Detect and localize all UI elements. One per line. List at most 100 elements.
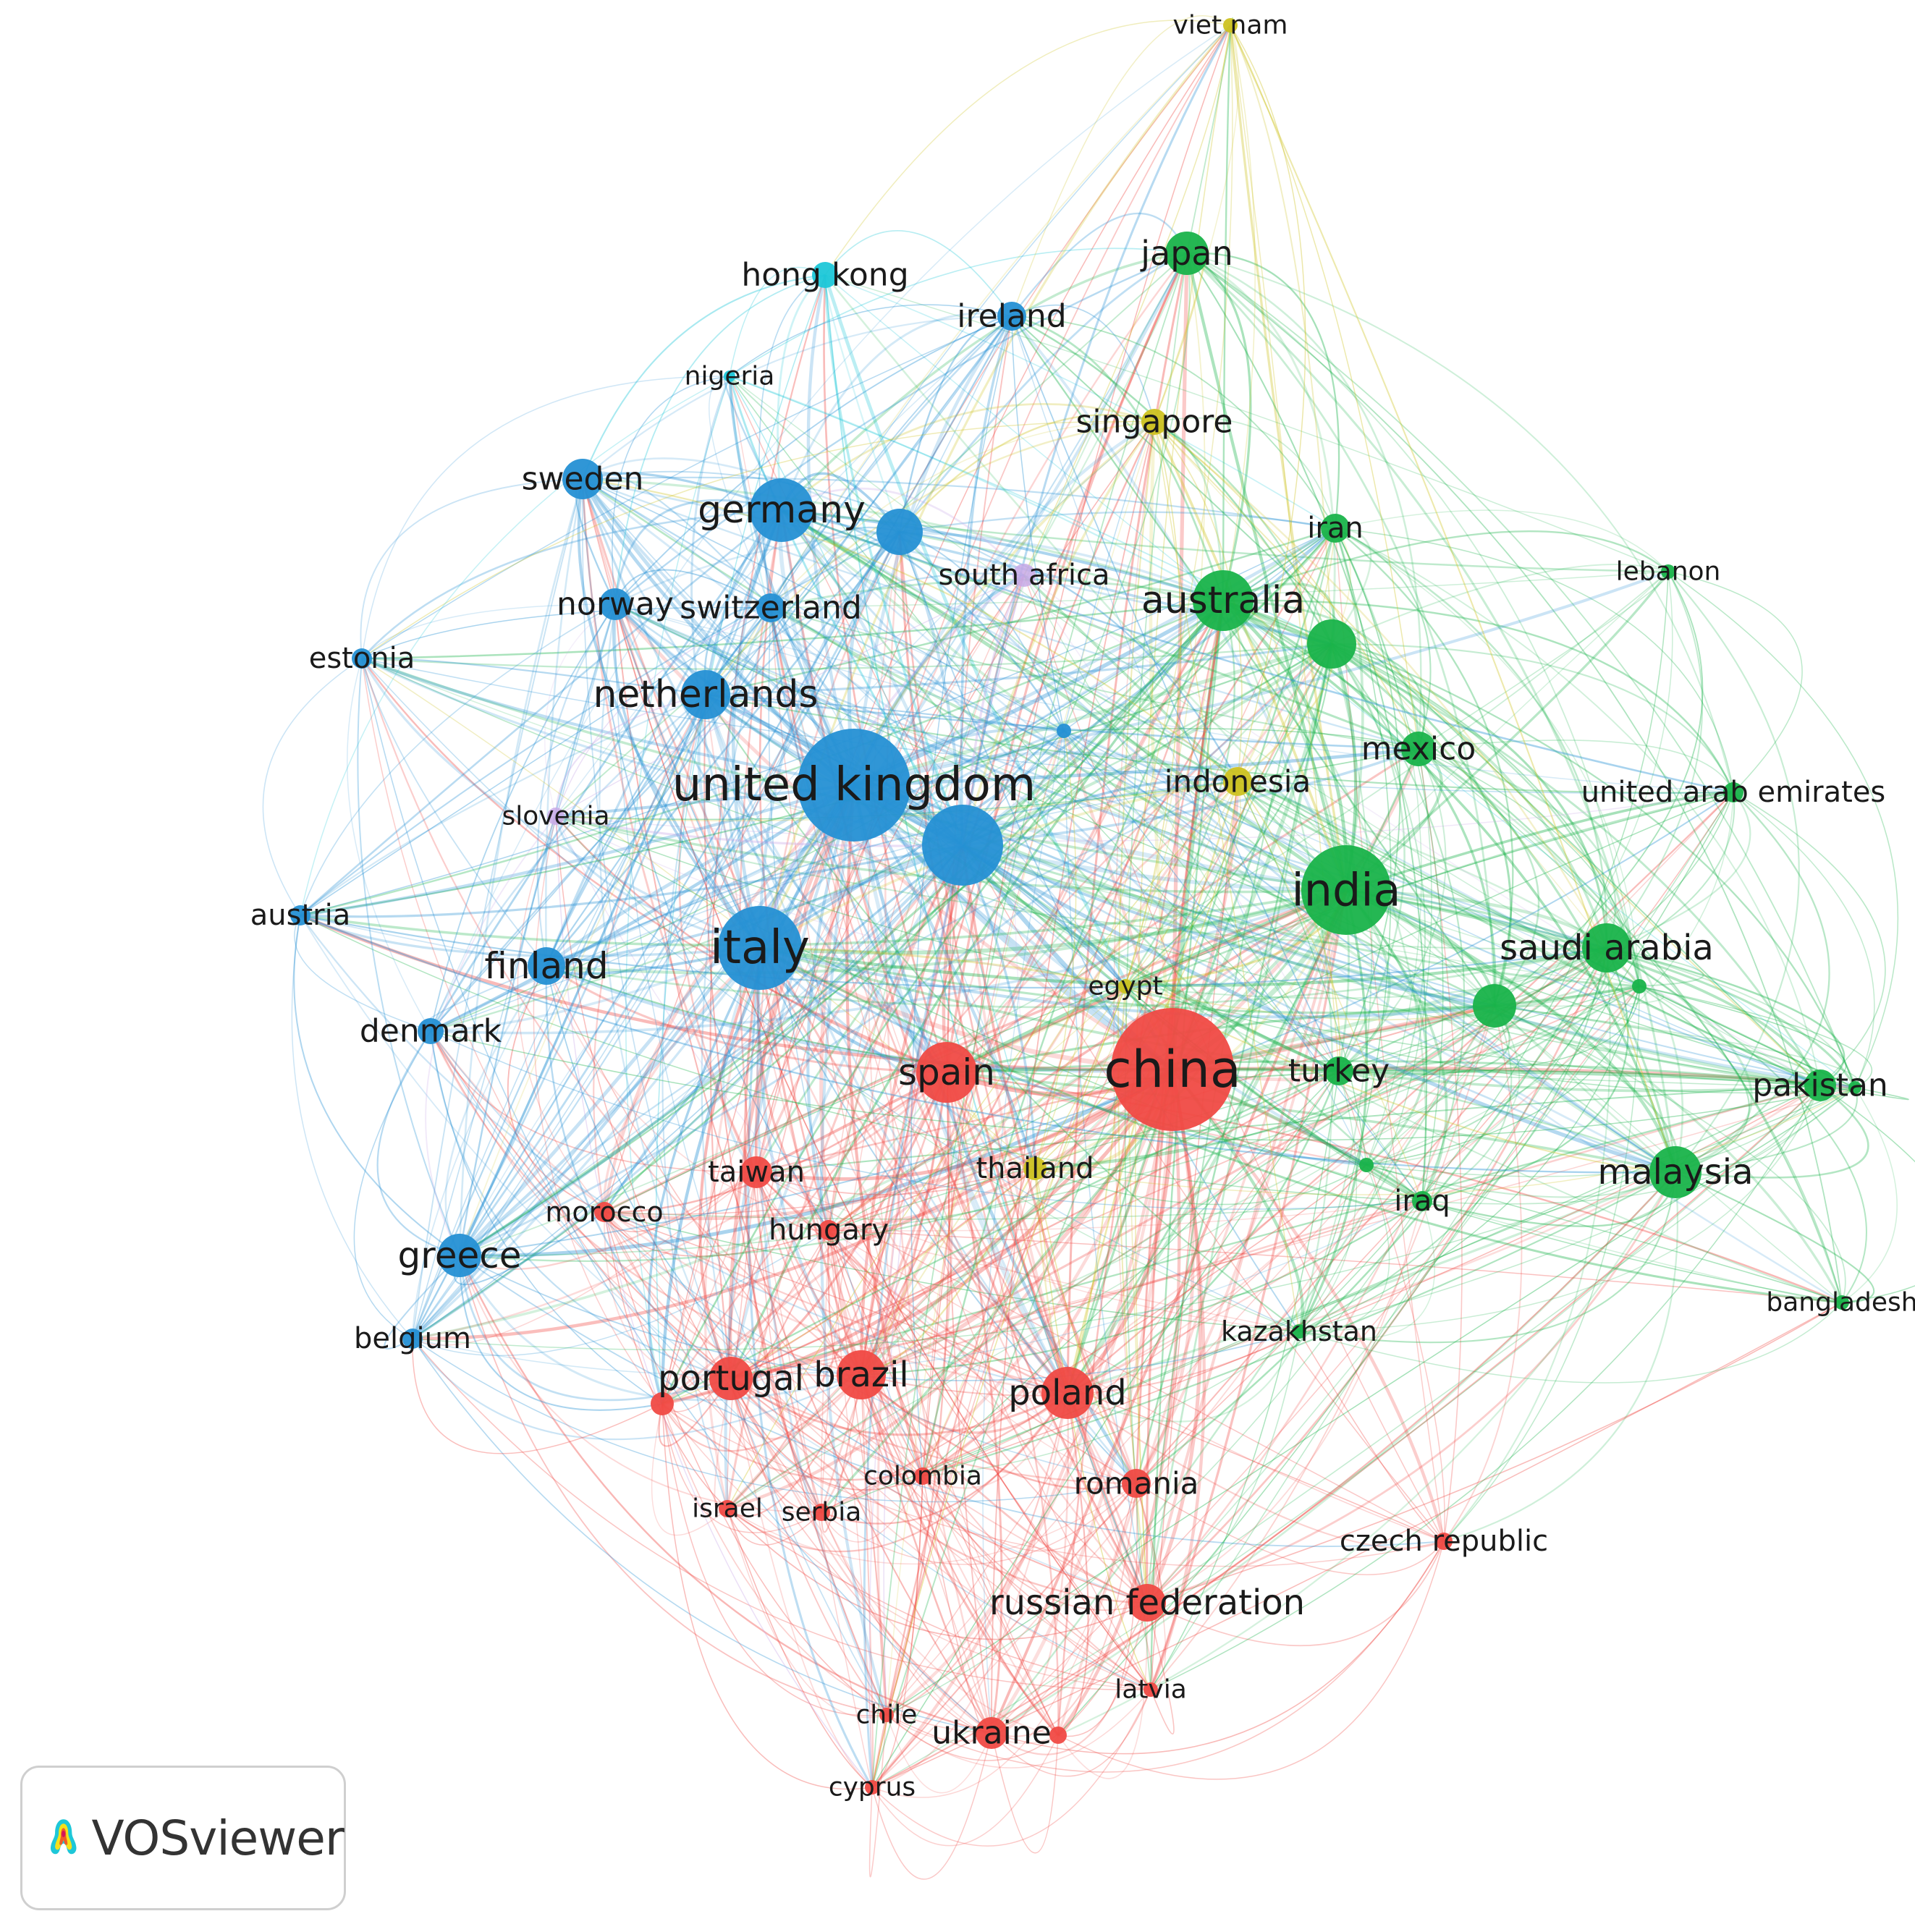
node-bangladesh[interactable]	[1835, 1295, 1849, 1310]
node-portugal[interactable]	[709, 1357, 753, 1400]
link-india-pakistan	[1345, 889, 1822, 1086]
link-poland-united-arab-emirates	[1067, 792, 1734, 1394]
node-green-node-b[interactable]	[1473, 984, 1516, 1028]
link-brazil-kazakhstan	[861, 1331, 1300, 1397]
node-poland[interactable]	[1041, 1367, 1094, 1419]
node-belgium[interactable]	[402, 1329, 423, 1349]
node-green-node-d[interactable]	[1359, 1158, 1374, 1172]
link-red-node-a-greece	[458, 1255, 663, 1411]
node-ireland[interactable]	[997, 302, 1026, 331]
node-lebanon[interactable]	[1661, 564, 1675, 579]
label-south-africa: south africa	[938, 559, 1109, 592]
node-nigeria[interactable]	[724, 370, 735, 382]
link-china-taiwan	[756, 1067, 1174, 1181]
link-portugal-blue-node-b	[730, 844, 964, 1379]
node-iran[interactable]	[1321, 514, 1350, 543]
node-south-africa[interactable]	[1013, 564, 1036, 587]
node-denmark[interactable]	[418, 1018, 444, 1044]
node-czech-republic[interactable]	[1435, 1533, 1453, 1550]
node-taiwan[interactable]	[740, 1156, 772, 1188]
link-united-arab-emirates-norway	[614, 603, 1734, 793]
node-green-node-e[interactable]	[1848, 1081, 1861, 1094]
node-blue-node-b[interactable]	[922, 805, 1003, 886]
node-united-kingdom[interactable]	[798, 729, 910, 842]
link-green-node-c-malaysia	[1639, 986, 1750, 1173]
link-chile-sweden	[581, 478, 887, 1716]
node-italy[interactable]	[718, 906, 802, 990]
node-blue-node-c[interactable]	[1057, 724, 1071, 738]
node-finland[interactable]	[528, 947, 565, 985]
link-australia-viet-nam	[1222, 25, 1232, 601]
link-greece-slovenia	[425, 815, 557, 1256]
node-cyprus[interactable]	[865, 1780, 879, 1795]
node-russian-federation[interactable]	[1128, 1584, 1166, 1622]
node-sweden[interactable]	[562, 459, 603, 499]
node-united-arab-emirates[interactable]	[1723, 782, 1743, 802]
node-viet-nam[interactable]	[1223, 18, 1238, 33]
link-spain-india	[945, 888, 1347, 1075]
link-turkey-blue-node-b	[961, 844, 1340, 1072]
node-australia[interactable]	[1193, 570, 1254, 631]
link-pakistan-sweden	[582, 478, 1821, 1087]
link-italy-denmark	[430, 946, 761, 1033]
label-slovenia: slovenia	[502, 802, 609, 831]
link-poland-chile	[886, 1392, 1069, 1716]
node-estonia[interactable]	[352, 648, 372, 669]
node-romania[interactable]	[1122, 1469, 1151, 1498]
node-chile[interactable]	[879, 1708, 894, 1722]
link-spain-israel	[727, 1072, 948, 1509]
node-green-node-c[interactable]	[1632, 979, 1646, 993]
link-sweden-greece	[458, 478, 584, 1256]
node-ukraine[interactable]	[976, 1717, 1007, 1749]
link-serbia-india	[820, 889, 1348, 1514]
node-netherlands[interactable]	[681, 670, 730, 719]
link-green-node-b-egypt	[1125, 986, 1495, 1021]
node-iraq[interactable]	[1412, 1191, 1432, 1211]
node-israel[interactable]	[719, 1500, 736, 1517]
node-singapore[interactable]	[1141, 409, 1167, 435]
link-malaysia-viet-nam	[1230, 25, 1676, 1173]
node-thailand[interactable]	[1023, 1157, 1047, 1180]
network-links	[262, 15, 1915, 1880]
node-kazakhstan[interactable]	[1292, 1324, 1306, 1339]
node-morocco[interactable]	[594, 1202, 614, 1222]
label-norway: norway	[557, 586, 674, 623]
node-norway[interactable]	[599, 588, 631, 620]
node-colombia[interactable]	[914, 1467, 931, 1485]
node-spain[interactable]	[916, 1042, 977, 1103]
node-pakistan[interactable]	[1804, 1069, 1836, 1101]
link-hungary-czech-republic	[828, 1229, 1445, 1542]
node-austria[interactable]	[290, 905, 310, 925]
node-red-node-a[interactable]	[651, 1392, 674, 1415]
node-serbia[interactable]	[813, 1504, 830, 1521]
node-mexico[interactable]	[1401, 732, 1436, 766]
link-green-node-e-norway	[614, 603, 1856, 1088]
node-indonesia[interactable]	[1223, 767, 1252, 796]
node-green-node-a[interactable]	[1307, 619, 1356, 669]
node-greece[interactable]	[438, 1234, 481, 1277]
link-romania-ukraine	[991, 1483, 1137, 1737]
link-portugal-green-node-c	[730, 986, 1640, 1379]
node-red-node-b[interactable]	[1049, 1726, 1067, 1744]
link-green-node-a-malaysia	[1330, 643, 1677, 1173]
link-china-red-node-b	[1057, 1069, 1181, 1737]
node-saudi-arabia[interactable]	[1582, 923, 1631, 973]
node-latvia[interactable]	[1143, 1682, 1158, 1697]
node-malaysia[interactable]	[1649, 1146, 1701, 1198]
node-hungary[interactable]	[819, 1220, 839, 1240]
link-morocco-brazil	[603, 1211, 862, 1377]
node-slovenia[interactable]	[547, 808, 565, 825]
node-india[interactable]	[1301, 845, 1391, 935]
node-japan[interactable]	[1165, 232, 1209, 275]
node-switzerland[interactable]	[756, 593, 785, 622]
node-turkey[interactable]	[1324, 1056, 1353, 1085]
node-hong-kong[interactable]	[812, 262, 838, 288]
node-egypt[interactable]	[1118, 979, 1133, 993]
label-greece: greece	[398, 1234, 522, 1276]
node-brazil[interactable]	[837, 1350, 886, 1399]
node-blue-node-a[interactable]	[876, 509, 923, 555]
link-hungary-kazakhstan	[828, 1229, 1300, 1332]
node-china[interactable]	[1111, 1008, 1234, 1131]
node-germany[interactable]	[750, 478, 813, 542]
